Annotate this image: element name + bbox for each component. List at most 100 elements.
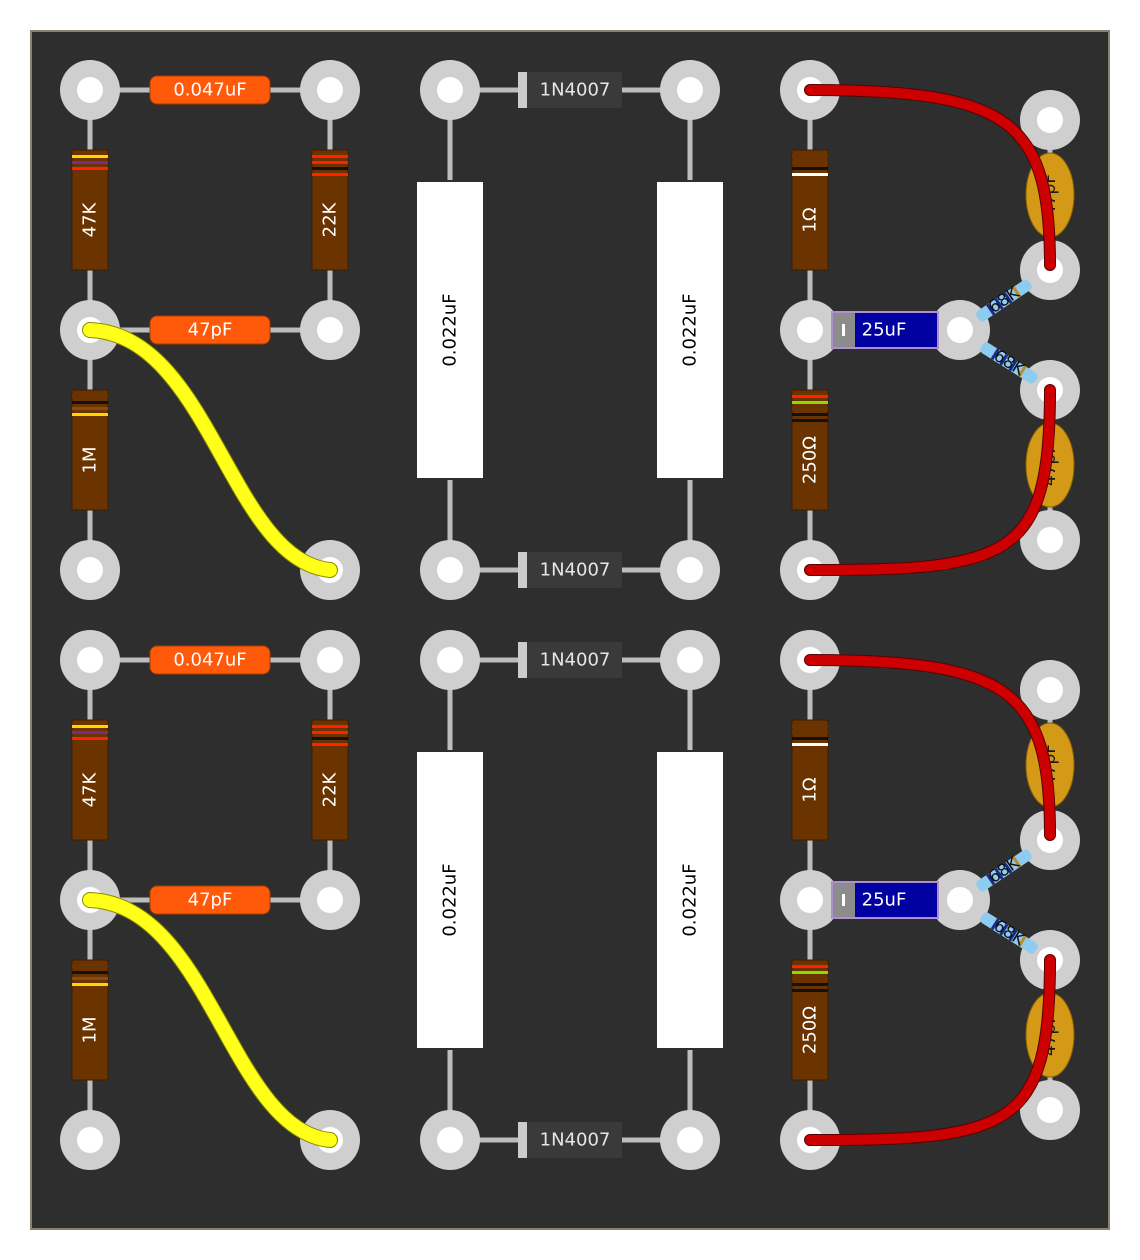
bottom-cap-c47p: 47pF [149, 885, 271, 915]
top-pad-m3 [420, 540, 480, 600]
top-resistor-1ohm-band [792, 167, 828, 170]
top-resistor-68k-lower-band [1017, 365, 1027, 378]
bottom-pad-r7-hole [1037, 1097, 1063, 1123]
top-pad-m4 [660, 540, 720, 600]
top-resistor-250-band [792, 419, 828, 422]
top-diode-bottom-body [518, 552, 622, 588]
top-cap-c25u: 25uF [831, 311, 939, 349]
top-cap-c25u-minus [842, 324, 845, 336]
top-resistor-250-label: 250Ω [800, 436, 821, 484]
bottom-resistor-47k-band [72, 737, 108, 740]
bottom-cap-c25u-label: 25uF [862, 890, 907, 911]
bottom-pad-l5-hole [77, 1127, 103, 1153]
bottom-resistor-68k-upper-band [1012, 856, 1022, 868]
top-resistor-22k-band [312, 167, 348, 170]
bottom-resistor-1m: 1M [71, 959, 109, 1081]
top-pad-r5-hole [947, 317, 973, 343]
top-diode-bottom-label: 1N4007 [540, 560, 611, 581]
top-cap-c47p-body [149, 315, 271, 345]
bottom-pad-m3-hole [437, 1127, 463, 1153]
bottom-pad-r2 [1020, 660, 1080, 720]
bottom-resistor-47k-band [72, 731, 108, 734]
top-resistor-250: 250Ω [791, 389, 829, 511]
top-resistor-1m: 1M [71, 389, 109, 511]
bottom-resistor-250-band [792, 971, 828, 974]
bottom-cap-c022-left-label: 0.022uF [440, 863, 461, 936]
bottom-pad-m4-hole [677, 1127, 703, 1153]
bottom-resistor-22k-band [312, 731, 348, 734]
bottom-cap-c47p-label: 47pF [188, 890, 233, 911]
top-resistor-1ohm-label: 1Ω [800, 207, 821, 232]
top-cap-c047-body [149, 75, 271, 105]
top-resistor-1ohm-band [792, 173, 828, 176]
bottom-pad-l2 [300, 630, 360, 690]
bottom-pad-r2-hole [1037, 677, 1063, 703]
bottom-resistor-250-band [792, 983, 828, 986]
top-cap-c047-label: 0.047uF [173, 80, 246, 101]
bottom-cap-c022-right: 0.022uF [657, 752, 723, 1048]
top-resistor-68k-upper-band [1012, 286, 1022, 298]
bottom-resistor-22k-band [312, 743, 348, 746]
bottom-resistor-47k-label: 47K [80, 771, 101, 807]
bottom-resistor-250-band [792, 977, 828, 980]
bottom-pad-m4 [660, 1110, 720, 1170]
bottom-pad-r5 [930, 870, 990, 930]
top-pad-l1 [60, 60, 120, 120]
top-cap-c022-left-body [417, 182, 483, 478]
bottom-resistor-68k-lower-band [1008, 929, 1018, 942]
top-diode-top-band [518, 72, 527, 108]
top-resistor-1m-band [72, 413, 108, 416]
top-cap-c47p: 47pF [149, 315, 271, 345]
bottom-cap-c25u-minus [842, 894, 845, 906]
bottom-pad-l1-hole [77, 647, 103, 673]
bottom-pad-m3 [420, 1110, 480, 1170]
top-pad-l4-hole [317, 317, 343, 343]
bottom-resistor-68k-upper-band [986, 873, 996, 886]
bottom-diode-top-label: 1N4007 [540, 650, 611, 671]
bottom-pad-l2-hole [317, 647, 343, 673]
bottom-resistor-22k: 22K [311, 719, 349, 841]
bottom-resistor-1m-band [72, 965, 108, 968]
bottom-pad-l4-hole [317, 887, 343, 913]
top-wire-yellow [83, 323, 337, 577]
top-resistor-47k-band [72, 155, 108, 158]
top-diode-bottom-band [518, 552, 527, 588]
bottom-cap-c022-left: 0.022uF [417, 752, 483, 1048]
top-pad-r7-hole [1037, 527, 1063, 553]
top-cap-c022-left-label: 0.022uF [440, 293, 461, 366]
top-pad-m3-hole [437, 557, 463, 583]
top-pad-r4 [780, 300, 840, 360]
top-resistor-250-band [792, 395, 828, 398]
bottom-diode-bottom: 1N4007 [518, 1122, 622, 1158]
top-pad-r2-hole [1037, 107, 1063, 133]
bottom-cap-c47p-body [149, 885, 271, 915]
bottom-pad-m1 [420, 630, 480, 690]
top-resistor-68k-lower-band [990, 348, 1000, 361]
top-pad-r5 [930, 300, 990, 360]
bottom-resistor-1ohm-label: 1Ω [800, 777, 821, 802]
top-diode-top-label: 1N4007 [540, 80, 611, 101]
bottom-resistor-1m-band [72, 977, 108, 980]
bottom-cap-c047-body [149, 645, 271, 675]
top-resistor-68k-upper-band [994, 298, 1004, 310]
top-resistor-22k-band [312, 161, 348, 164]
bottom-resistor-68k-lower-band [999, 923, 1009, 936]
top-pad-m1 [420, 60, 480, 120]
bottom-pad-l4 [300, 870, 360, 930]
top-resistor-22k-label: 22K [320, 201, 341, 237]
top-resistor-250-band [792, 407, 828, 410]
bottom-diode-bottom-band [518, 1122, 527, 1158]
top-pad-m1-hole [437, 77, 463, 103]
bottom-pad-l1 [60, 630, 120, 690]
top-pad-m4-hole [677, 557, 703, 583]
bottom-diode-bottom-label: 1N4007 [540, 1130, 611, 1151]
bottom-resistor-1m-label: 1M [80, 1017, 101, 1044]
top-resistor-47k-label: 47K [80, 201, 101, 237]
top-resistor-68k-lower-band [999, 353, 1009, 366]
bottom-resistor-1ohm-band [792, 731, 828, 734]
top-resistor-47k-band [72, 167, 108, 170]
top-pad-r2 [1020, 90, 1080, 150]
top-pad-r4-hole [797, 317, 823, 343]
top-pad-l2 [300, 60, 360, 120]
bottom-resistor-22k-label: 22K [320, 771, 341, 807]
